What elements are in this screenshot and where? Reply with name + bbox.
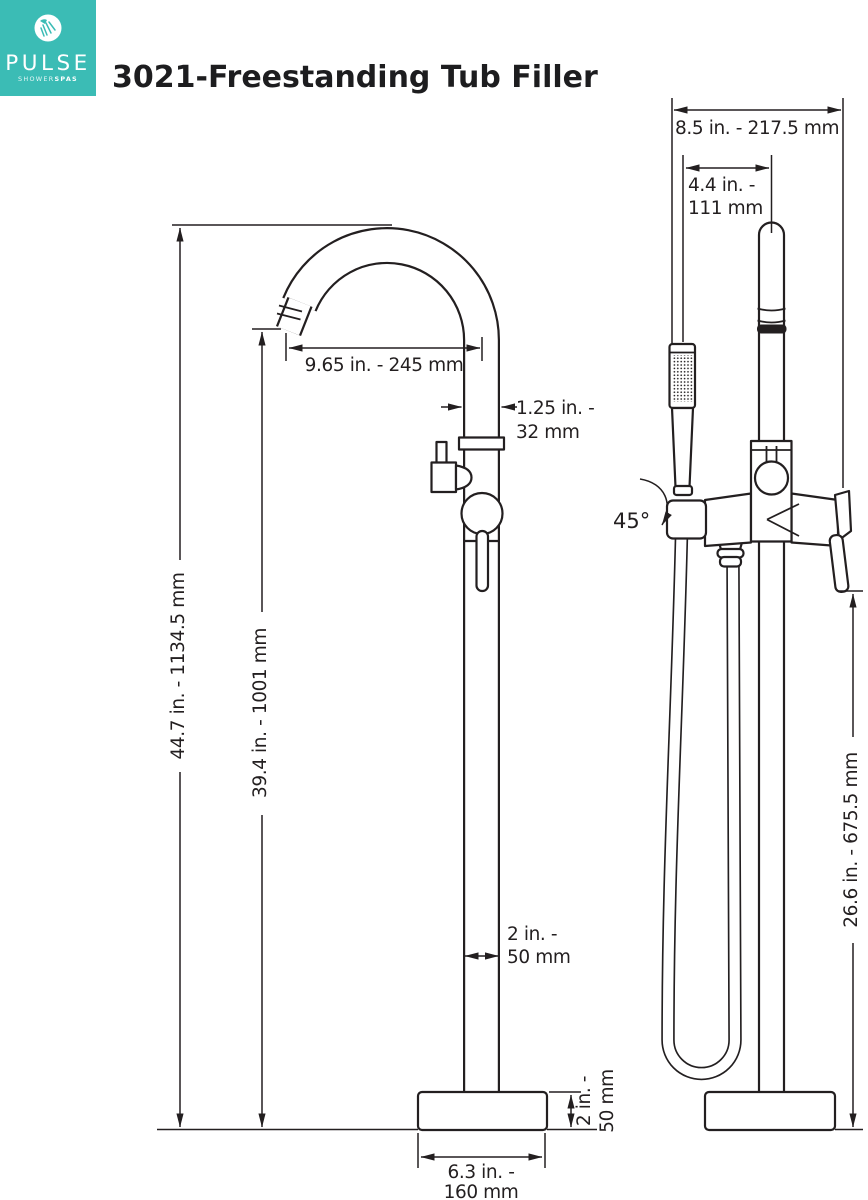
dim-column-width-line1: 2 in. - bbox=[507, 924, 557, 945]
logo-subtext: SHOWERSPAS bbox=[18, 75, 78, 83]
dim-base-height-line1: 2 in. - bbox=[574, 1076, 595, 1126]
pulse-logo-art: PULSE SHOWERSPAS bbox=[0, 0, 96, 96]
dim-swivel-angle: 45° bbox=[613, 509, 650, 533]
diverter-knob bbox=[430, 440, 473, 494]
valve-crease-lines bbox=[766, 503, 800, 537]
front-column bbox=[757, 221, 786, 1092]
spout-tip-fill bbox=[277, 297, 311, 336]
logo-subtext-spas: SPAS bbox=[55, 75, 78, 83]
front-view-drawing bbox=[661, 221, 863, 1132]
dim-base-width-line2: 160 mm bbox=[444, 1182, 519, 1200]
handshower-hose-fill bbox=[662, 534, 741, 1079]
hand-shower bbox=[668, 342, 697, 497]
spray-face-dots bbox=[672, 355, 693, 402]
swivel-arc-arrow bbox=[639, 478, 672, 526]
column-dark-band bbox=[757, 324, 787, 334]
temperature-lever bbox=[828, 533, 850, 594]
floor-base-front bbox=[703, 1090, 837, 1132]
logo-brand-text: PULSE bbox=[5, 51, 90, 76]
dim-spout-od-line1: 1.25 in. - bbox=[516, 398, 594, 419]
front-view-dimensions: 8.5 in. - 217.5 mm 4.4 in. - 111 mm 45° … bbox=[613, 98, 863, 1128]
valve-knob bbox=[460, 491, 504, 536]
pulse-logo: PULSE SHOWERSPAS bbox=[0, 0, 96, 96]
valve-lever bbox=[475, 529, 490, 593]
lever-end-cap bbox=[833, 489, 853, 542]
dim-handshower-spacing-line1: 4.4 in. - bbox=[688, 175, 755, 196]
spout-collar bbox=[457, 436, 506, 451]
hose-connector-nut bbox=[716, 541, 745, 568]
column-trim-band bbox=[757, 307, 786, 324]
dim-spout-od-line2: 32 mm bbox=[516, 422, 579, 443]
spout-tip-band-lines bbox=[276, 304, 303, 321]
dim-overall-width: 8.5 in. - 217.5 mm bbox=[675, 118, 839, 139]
handshower-holder bbox=[665, 499, 708, 540]
page-title: 3021-Freestanding Tub Filler bbox=[112, 60, 598, 95]
dim-spout-reach: 9.65 in. - 245 mm bbox=[305, 355, 464, 376]
logo-subtext-shower: SHOWER bbox=[18, 75, 55, 83]
dim-overall-height: 44.7 in. - 1134.5 mm bbox=[168, 573, 189, 760]
side-view-dimensions: 44.7 in. - 1134.5 mm 39.4 in. - 1001 mm … bbox=[168, 224, 618, 1200]
valve-stem-lines bbox=[765, 446, 778, 462]
dim-handshower-spacing-line2: 111 mm bbox=[688, 198, 763, 219]
dim-column-width-line2: 50 mm bbox=[507, 947, 570, 968]
dim-base-height-line2: 50 mm bbox=[597, 1069, 618, 1132]
valve-left-wing bbox=[703, 492, 753, 548]
side-view-drawing bbox=[157, 227, 597, 1132]
showerhead-icon bbox=[34, 14, 62, 42]
valve-center-housing bbox=[749, 439, 793, 543]
dim-spout-height: 39.4 in. - 1001 mm bbox=[250, 628, 271, 798]
floor-base-side bbox=[416, 1090, 549, 1132]
dim-handshower-height: 26.6 in. - 675.5 mm bbox=[841, 752, 862, 928]
diverter-dial bbox=[753, 460, 790, 496]
spout-column-fill bbox=[284, 229, 498, 1092]
dim-base-width-line1: 6.3 in. - bbox=[447, 1162, 514, 1183]
